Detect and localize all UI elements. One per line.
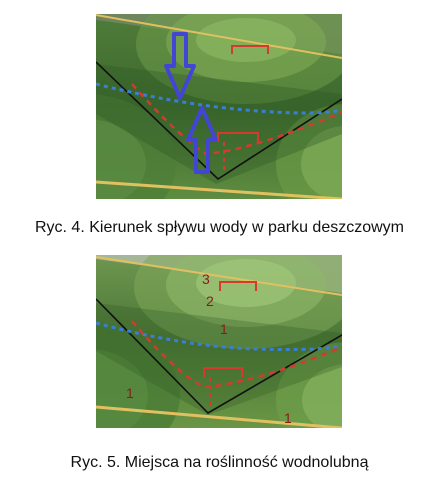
zone-label: 1 — [126, 385, 134, 401]
zone-label: 3 — [202, 271, 210, 287]
caption-figure-5: Ryc. 5. Miejsca na roślinność wodnolubną — [70, 454, 369, 471]
runoff-diagram — [96, 14, 342, 199]
arrow-down-icon — [164, 32, 196, 100]
overflow-structure-top — [219, 281, 257, 291]
basin — [96, 64, 342, 184]
figure-runoff-direction — [96, 14, 342, 199]
water-level-line — [96, 321, 342, 351]
overflow-line — [131, 320, 342, 389]
overflow-structure-top — [231, 45, 269, 54]
water-level-line — [96, 82, 342, 115]
path-top — [96, 256, 342, 296]
mound-right-inner — [301, 126, 342, 199]
figure-vegetation-zones: 3 2 1 1 1 — [96, 255, 342, 428]
caption-figure-4: Ryc. 4. Kierunek spływu wody w parku des… — [34, 219, 405, 236]
overflow-structure-bottom — [203, 367, 243, 377]
zone-label: 1 — [220, 321, 228, 337]
basin-boundary — [96, 61, 342, 181]
basin-boundary — [96, 298, 342, 415]
vegetation-diagram: 3 2 1 1 1 — [96, 255, 342, 428]
path-bottom — [96, 180, 342, 199]
path-bottom — [96, 405, 342, 428]
mound-right-inner — [302, 364, 342, 428]
zone-label: 2 — [206, 293, 214, 309]
path-top — [96, 14, 342, 59]
mound-left-inner — [96, 119, 146, 199]
basin — [96, 303, 342, 415]
mound-top-inner — [196, 18, 296, 62]
overflow-structure-bottom — [217, 132, 259, 142]
arrow-up-icon — [186, 106, 218, 174]
zone-label: 1 — [284, 410, 292, 426]
